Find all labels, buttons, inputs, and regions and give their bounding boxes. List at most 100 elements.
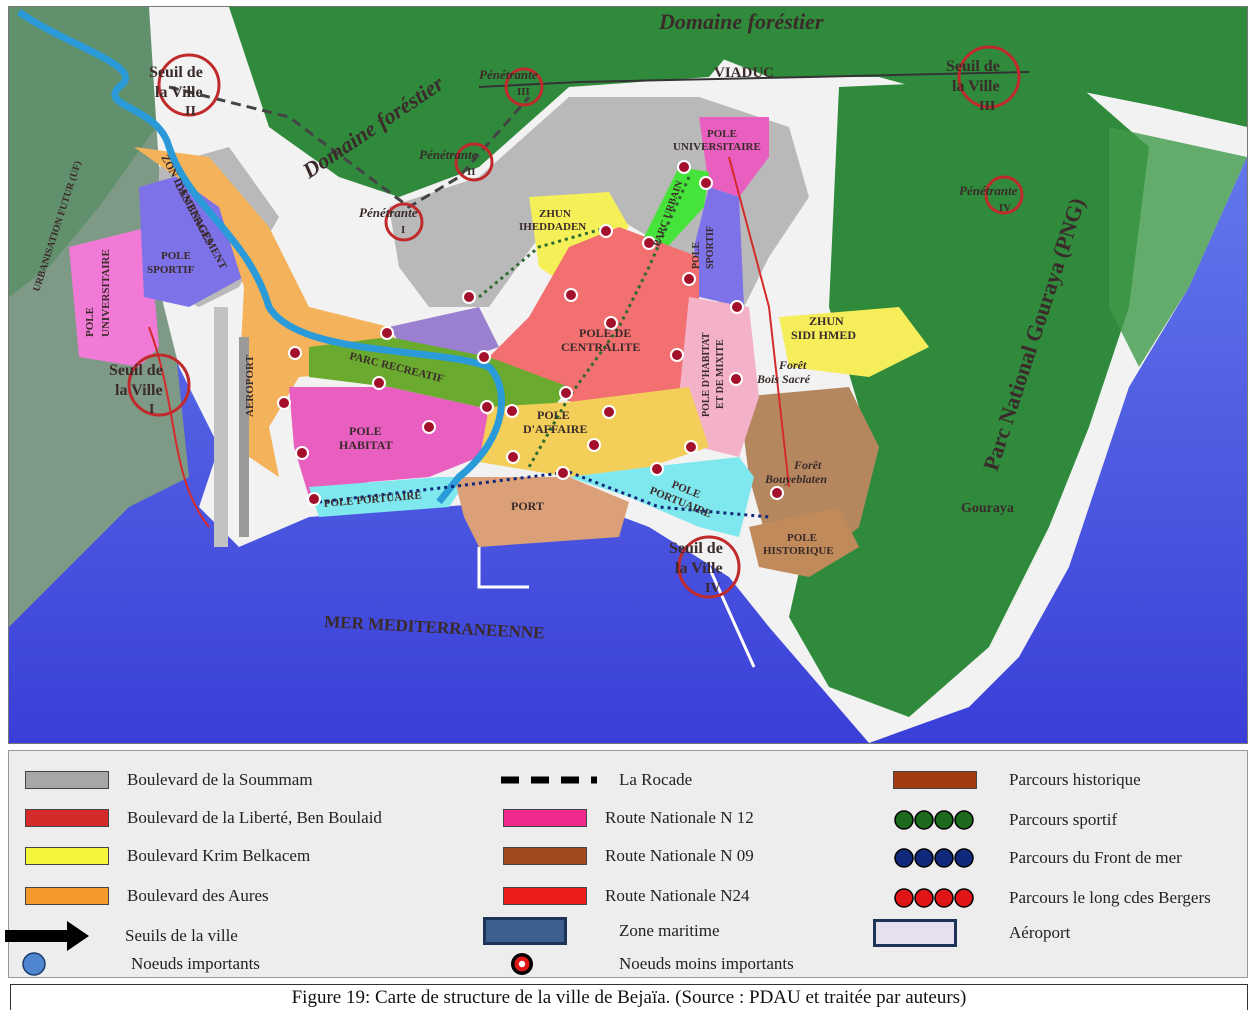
label-domaine-forestier-top: Domaine foréstier [658, 9, 824, 34]
red-dots-icon [894, 888, 974, 908]
legend-label: Parcours le long cdes Bergers [1009, 888, 1211, 907]
parc-recreatif-zone [309, 337, 569, 407]
node [288, 346, 302, 360]
legend-label: Boulevard des Aures [127, 886, 269, 905]
label-pole-historique-line2: HISTORIQUE [763, 545, 834, 557]
legend-label: Noeuds moins importants [619, 954, 794, 973]
legend-item-krim-belkacem: Boulevard Krim Belkacem [25, 841, 310, 871]
seuil-4-marker [677, 535, 741, 599]
pole-universitaire-west-zone [69, 227, 159, 367]
forest-north [589, 7, 1247, 127]
label-seuil-3-line1: Seuil de [946, 58, 1000, 75]
airport-runway [214, 307, 228, 547]
jetty-west [477, 547, 529, 589]
seuil-2-marker [157, 53, 221, 117]
label-pole-historique-line1: POLE [787, 532, 817, 544]
figure-caption: Figure 19: Carte de structure de la vill… [10, 984, 1248, 1010]
legend-item-aures: Boulevard des Aures [25, 881, 269, 911]
label-penetrante-1-line2: I [401, 224, 405, 236]
legend-label: Parcours sportif [1009, 810, 1118, 829]
label-pole-affaire-line1: POLE [537, 408, 570, 422]
legend-label: Boulevard Krim Belkacem [127, 846, 311, 865]
legend-item-zone-maritime: Zone maritime [483, 915, 720, 947]
dashed-line-icon [501, 776, 597, 784]
blue-circle-icon [22, 952, 46, 976]
forest-parc-gouraya [789, 77, 1149, 717]
west-forest [9, 7, 199, 297]
legend-swatch [25, 771, 109, 789]
label-zhun-iheddaden-line2: IHEDDADEN [519, 221, 586, 233]
label-seuil-4-line2: la Ville [675, 560, 723, 577]
legend-label: Route Nationale N 09 [605, 846, 754, 865]
pole-portuaire-east-zone [569, 457, 754, 537]
label-penetrante-1-line1: Pénétrante [359, 205, 418, 220]
label-penetrante-4-line2: IV [999, 202, 1011, 214]
legend-label: Parcours historique [1009, 770, 1141, 789]
rocade-road [168, 85, 531, 209]
label-gouraya: Gouraya [961, 501, 1014, 516]
legend-label: Aéroport [1009, 923, 1071, 942]
label-foret-bois-sacre-line1: Forêt [778, 358, 807, 372]
label-zhun-sidi-hmed-line2: SIDI HMED [791, 328, 856, 342]
legend-item-parcours-bergers: Parcours le long cdes Bergers [893, 883, 1211, 913]
node [670, 348, 684, 362]
jetty-east [707, 566, 756, 668]
legend-label: Boulevard de la Liberté, Ben Boulaid [127, 808, 382, 827]
legend-item-soummam: Boulevard de la Soummam [25, 765, 313, 795]
legend-label: Seuils de la ville [125, 926, 238, 945]
green-dots-icon [894, 810, 974, 830]
node [642, 236, 656, 250]
label-penetrante-3-line1: Pénétrante [479, 67, 538, 82]
label-viaduc: VIADUC [714, 65, 774, 81]
node [564, 288, 578, 302]
label-pole-universitaire-n-line1: POLE [707, 128, 737, 140]
legend-swatch [25, 809, 109, 827]
legend-swatch [503, 887, 587, 905]
zhun-sidi-hmed-zone [779, 307, 929, 377]
port-zone [454, 477, 629, 547]
node [599, 224, 613, 238]
label-seuil-2-line2: la Ville [155, 84, 203, 101]
node [480, 400, 494, 414]
legend-label: Noeuds importants [131, 954, 260, 973]
node-group [277, 160, 784, 506]
seuil-1-marker [127, 353, 191, 417]
penetrante-2-marker [454, 142, 494, 182]
legend-item-liberte: Boulevard de la Liberté, Ben Boulaid [25, 803, 382, 833]
node [372, 376, 386, 390]
label-pole-habitat-line1: POLE [349, 424, 382, 438]
parcours-sportif-2 [527, 176, 691, 468]
label-pole-universitaire-w-line2: UNIVERSITAIRE [100, 249, 112, 337]
legend-item-aeroport: Aéroport [873, 917, 1070, 949]
node [462, 290, 476, 304]
node [677, 160, 691, 174]
legend-swatch [503, 809, 587, 827]
map-legend: Boulevard de la Soummam Boulevard de la … [5, 750, 1248, 978]
node [602, 405, 616, 419]
legend-label: Route Nationale N24 [605, 886, 750, 905]
airport-taxiway [239, 337, 249, 537]
node [604, 316, 618, 330]
label-pole-universitaire-n-line2: UNIVERSITAIRE [673, 141, 761, 153]
label-pole-sportif-w-line1: POLE [161, 250, 191, 262]
label-pole-centralite-line2: CENTRALITE [561, 340, 640, 354]
label-penetrante-3-line2: III [517, 86, 530, 98]
legend-label: Parcours du Front de mer [1009, 848, 1182, 867]
node [729, 372, 743, 386]
label-pole-affaire-line2: D'AFFAIRE [523, 422, 587, 436]
pole-historique-zone [749, 507, 859, 577]
viaduc-road [478, 71, 1030, 88]
node [770, 486, 784, 500]
node [307, 492, 321, 506]
legend-label: Route Nationale N 12 [605, 808, 754, 827]
parcours-sportif-1 [478, 225, 610, 299]
legend-item-rn09: Route Nationale N 09 [503, 841, 754, 871]
legend-label: La Rocade [619, 770, 693, 789]
forest-east [1109, 127, 1247, 367]
label-pole-sportif-n-line1: POLE [691, 241, 702, 269]
label-aeroport: AEROPORT [244, 354, 256, 417]
legend-swatch [483, 917, 567, 945]
label-penetrante-4-line1: Pénétrante [959, 183, 1018, 198]
legend-label: Boulevard de la Soummam [127, 770, 313, 789]
node [587, 438, 601, 452]
